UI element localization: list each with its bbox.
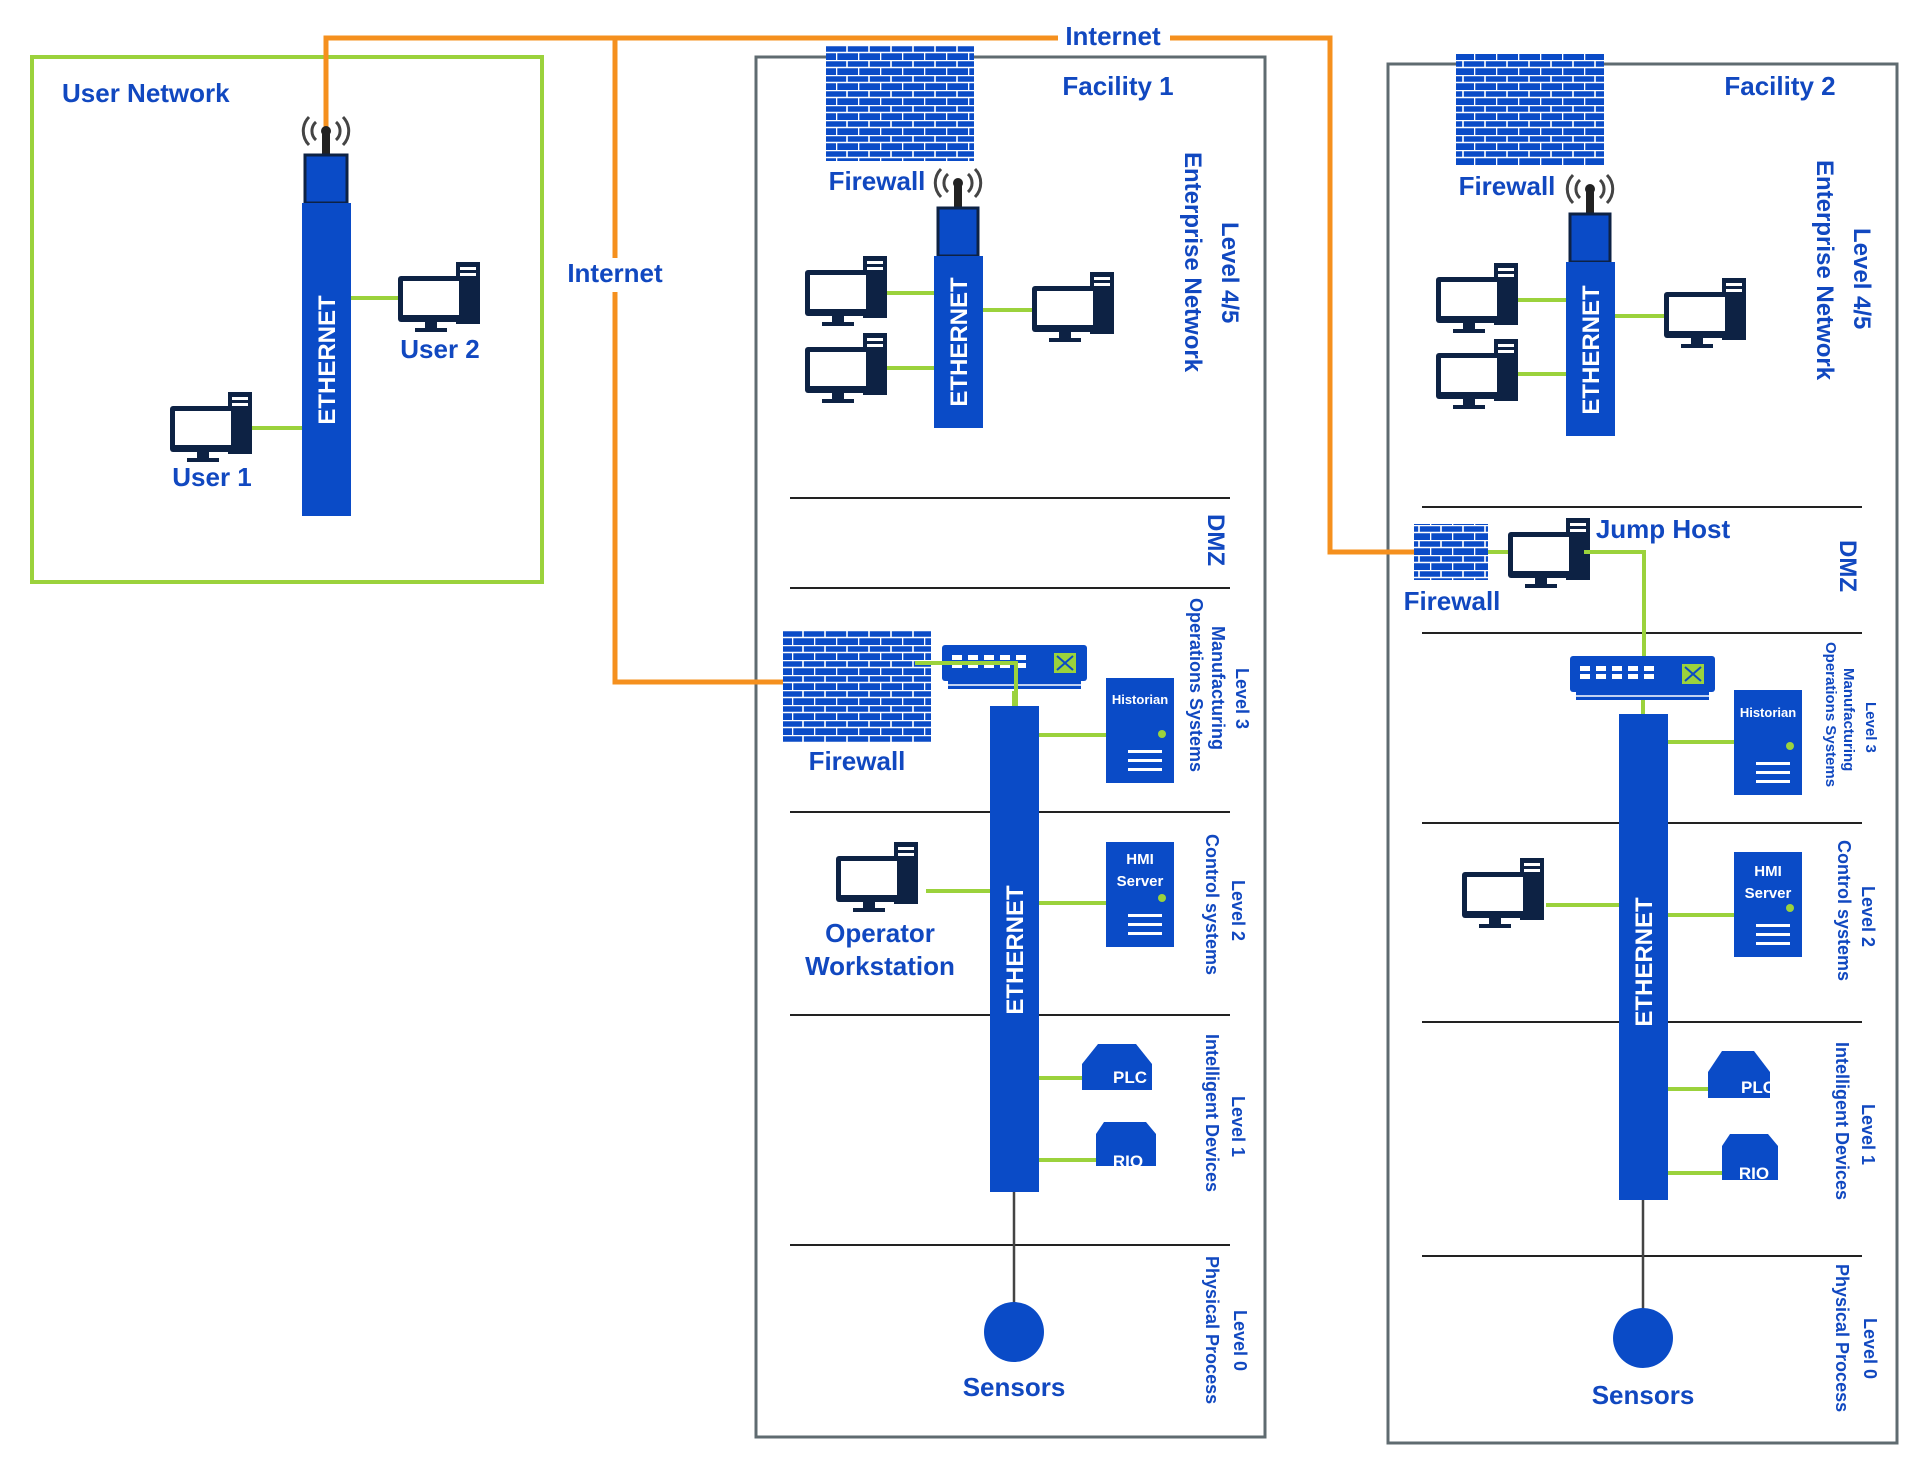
user-network-ethernet-switch bbox=[302, 203, 351, 516]
facility1-level1-title: Level 1 bbox=[1228, 1096, 1248, 1157]
facility1-enterprise-pc3-icon[interactable] bbox=[1032, 272, 1114, 342]
facility1-enterprise-ethernet-label: ETHERNET bbox=[946, 277, 973, 407]
facility2-rio-icon[interactable] bbox=[1722, 1134, 1778, 1180]
facility1-hmi-line1: HMI bbox=[1126, 851, 1154, 868]
facility1-level2-title: Level 2 bbox=[1228, 880, 1248, 941]
facility1-firewall-top-icon bbox=[826, 46, 974, 161]
facility1-ethernet-bus-label: ETHERNET bbox=[1002, 885, 1029, 1015]
user2-label: User 2 bbox=[400, 334, 480, 364]
facility2-level2-sub: Control systems bbox=[1834, 840, 1854, 981]
facility1-firewall-lower-label: Firewall bbox=[809, 746, 906, 776]
facility2-enterprise-pc3-icon[interactable] bbox=[1664, 278, 1746, 348]
internet-label-bg bbox=[1058, 22, 1170, 52]
facility2-access-point bbox=[1568, 212, 1612, 264]
facility2-level0-sub: Physical Process bbox=[1832, 1264, 1852, 1412]
facility1-historian-label: Historian bbox=[1112, 692, 1168, 707]
user-network-ethernet-label: ETHERNET bbox=[314, 295, 341, 425]
facility1-level3-title: Level 3 bbox=[1232, 668, 1252, 729]
facility1-plc-label: PLC bbox=[1113, 1068, 1147, 1087]
facility1-firewall-top-label: Firewall bbox=[829, 166, 926, 196]
jump-host-label: Jump Host bbox=[1596, 514, 1731, 544]
facility2-level1-title: Level 1 bbox=[1858, 1104, 1878, 1165]
facility1-enterprise-pc1-icon[interactable] bbox=[805, 256, 887, 326]
facility1-operator-line2: Workstation bbox=[805, 951, 955, 981]
facility2-sensors-label: Sensors bbox=[1592, 1380, 1695, 1410]
facility1-level3-sub2: Operations Systems bbox=[1186, 598, 1206, 772]
facility1-dmz-label: DMZ bbox=[1202, 514, 1229, 566]
facility1-level2-sub: Control systems bbox=[1202, 834, 1222, 975]
facility2-enterprise-pc1-icon[interactable] bbox=[1436, 263, 1518, 333]
user2-computer-icon[interactable] bbox=[398, 262, 480, 332]
facility2-rio-label: RIO bbox=[1739, 1164, 1769, 1183]
facility2-dmz-firewall-label: Firewall bbox=[1404, 586, 1501, 616]
facility2-level45-sub: Enterprise Network bbox=[1811, 160, 1838, 381]
facility2-historian-label: Historian bbox=[1740, 705, 1796, 720]
facility2-level3-title: Level 3 bbox=[1862, 702, 1879, 753]
facility1-firewall-lower-icon bbox=[783, 630, 931, 742]
facility2-plc-icon[interactable] bbox=[1708, 1051, 1770, 1098]
facility2-level0-title: Level 0 bbox=[1860, 1318, 1880, 1379]
facility2-enterprise-switch bbox=[1566, 262, 1615, 436]
facility1-enterprise-pc2-icon[interactable] bbox=[805, 333, 887, 403]
internet-links bbox=[323, 35, 1420, 685]
facility1-plc-icon[interactable] bbox=[1082, 1044, 1152, 1090]
facility2-sensor-icon[interactable] bbox=[1613, 1308, 1673, 1368]
facility2-hmi-line2: Server bbox=[1745, 885, 1792, 902]
facility2-dmz-label: DMZ bbox=[1834, 540, 1861, 592]
facility1-level0-title: Level 0 bbox=[1230, 1310, 1250, 1371]
facility2-frame bbox=[1386, 62, 1899, 1445]
internet-label-left: Internet bbox=[567, 258, 663, 288]
facility1-level0-sub: Physical Process bbox=[1202, 1256, 1222, 1404]
facility1-sensor-icon[interactable] bbox=[984, 1302, 1044, 1362]
facility1-rio-label: RIO bbox=[1113, 1152, 1143, 1171]
facility2-level45-title: Level 4/5 bbox=[1848, 228, 1875, 329]
facility1-level45-sub: Enterprise Network bbox=[1179, 152, 1206, 373]
facility1-level45-title: Level 4/5 bbox=[1216, 222, 1243, 323]
facility2-hmi-line1: HMI bbox=[1754, 863, 1782, 880]
facility2-network-switch-icon bbox=[1569, 655, 1716, 701]
facility2-level3-sub2: Operations Systems bbox=[1822, 642, 1839, 787]
facility2-enterprise-ethernet-label: ETHERNET bbox=[1578, 285, 1605, 415]
user1-label: User 1 bbox=[172, 462, 252, 492]
facility1-sensors-label: Sensors bbox=[963, 1372, 1066, 1402]
facility2-enterprise-pc2-icon[interactable] bbox=[1436, 339, 1518, 409]
facility1-ethernet-bus bbox=[990, 706, 1039, 1192]
facility2-plc-label: PLC bbox=[1741, 1078, 1775, 1097]
facility2-ethernet-bus bbox=[1619, 714, 1668, 1200]
facility1-hmi-line2: Server bbox=[1117, 873, 1164, 890]
facility1-operator-workstation-icon[interactable] bbox=[836, 842, 918, 912]
facility2-firewall-top-icon bbox=[1456, 54, 1604, 166]
facility2-control-workstation-icon[interactable] bbox=[1462, 858, 1544, 928]
facility1-level1-sub: Intelligent Devices bbox=[1202, 1034, 1222, 1192]
user-network-frame bbox=[30, 55, 544, 584]
facility1-frame bbox=[754, 55, 1267, 1439]
user1-computer-icon[interactable] bbox=[170, 392, 252, 462]
facility1-level3-sub1: Manufacturing bbox=[1208, 626, 1228, 750]
facility1-access-point bbox=[936, 206, 980, 258]
facility2-firewall-top-label: Firewall bbox=[1459, 171, 1556, 201]
facility2-ethernet-bus-label: ETHERNET bbox=[1631, 897, 1658, 1027]
internet-label-top: Internet bbox=[1065, 21, 1161, 51]
facility2-dmz-firewall-icon bbox=[1414, 524, 1488, 580]
facility2-level1-sub: Intelligent Devices bbox=[1832, 1042, 1852, 1200]
facility1-rio-icon[interactable] bbox=[1096, 1122, 1156, 1166]
facility2-antenna-icon bbox=[1565, 173, 1615, 216]
facility1-enterprise-switch bbox=[934, 256, 983, 428]
jump-host-computer-icon[interactable] bbox=[1508, 518, 1590, 588]
facility1-operator-line1: Operator bbox=[825, 918, 935, 948]
facility1-antenna-icon bbox=[933, 167, 983, 210]
facility2-level3-sub1: Manufacturing bbox=[1840, 668, 1857, 771]
user-network-title: User Network bbox=[62, 78, 230, 108]
facility2-title: Facility 2 bbox=[1724, 71, 1835, 101]
facility2-level2-title: Level 2 bbox=[1858, 886, 1878, 947]
facility1-title: Facility 1 bbox=[1062, 71, 1173, 101]
user-network-access-point bbox=[303, 153, 349, 205]
